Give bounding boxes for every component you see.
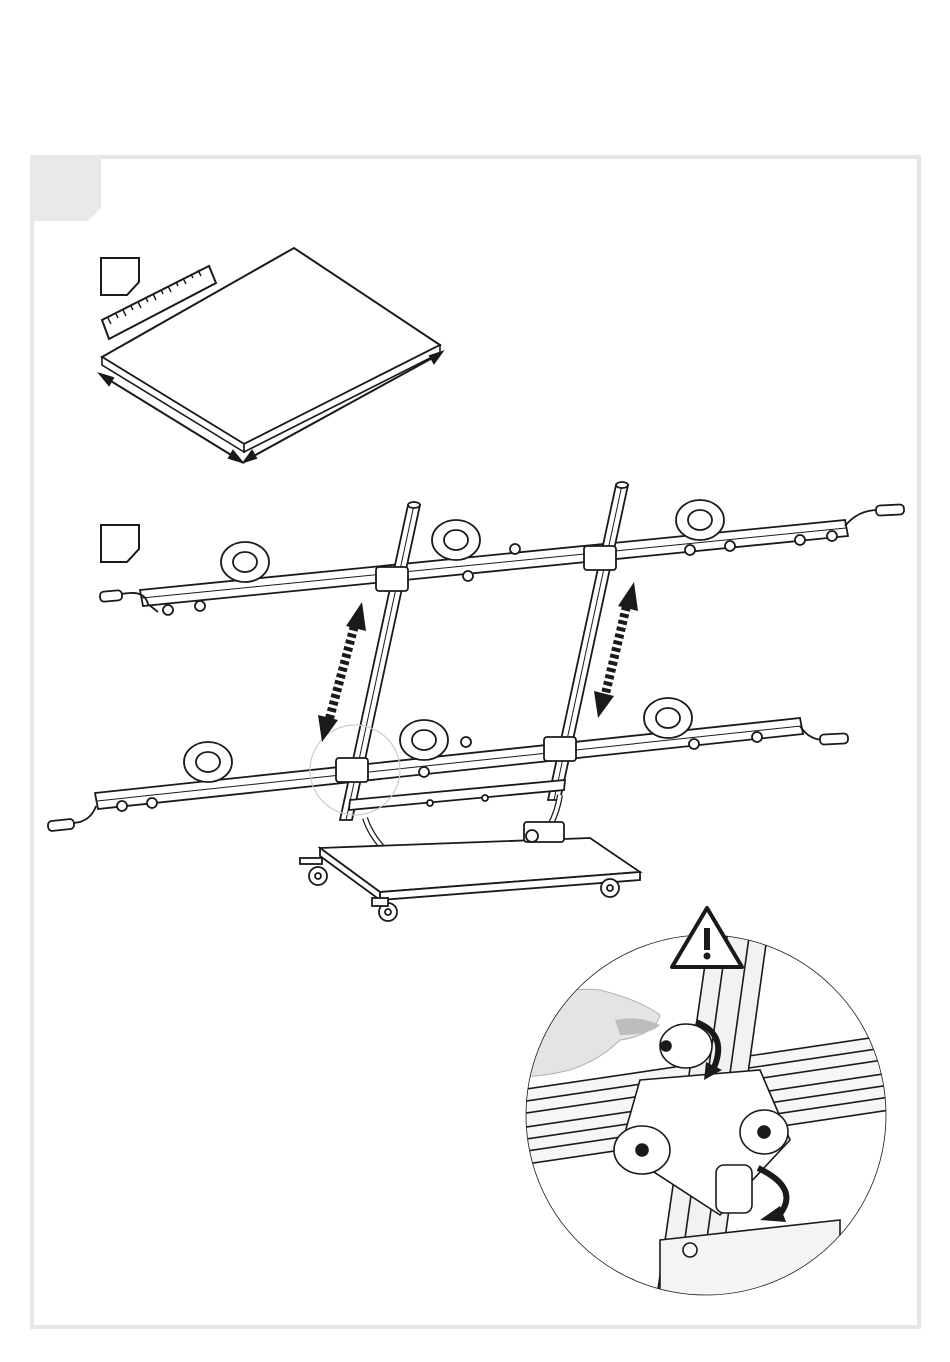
substep-2-marker: [101, 525, 139, 562]
substep-1-marker: [101, 258, 139, 295]
transport-frame-illustration: [48, 482, 905, 921]
knob-detail-illustration: [500, 930, 890, 1320]
glass-panel-measure-illustration: [102, 248, 440, 452]
step-number-tab: [30, 155, 101, 221]
